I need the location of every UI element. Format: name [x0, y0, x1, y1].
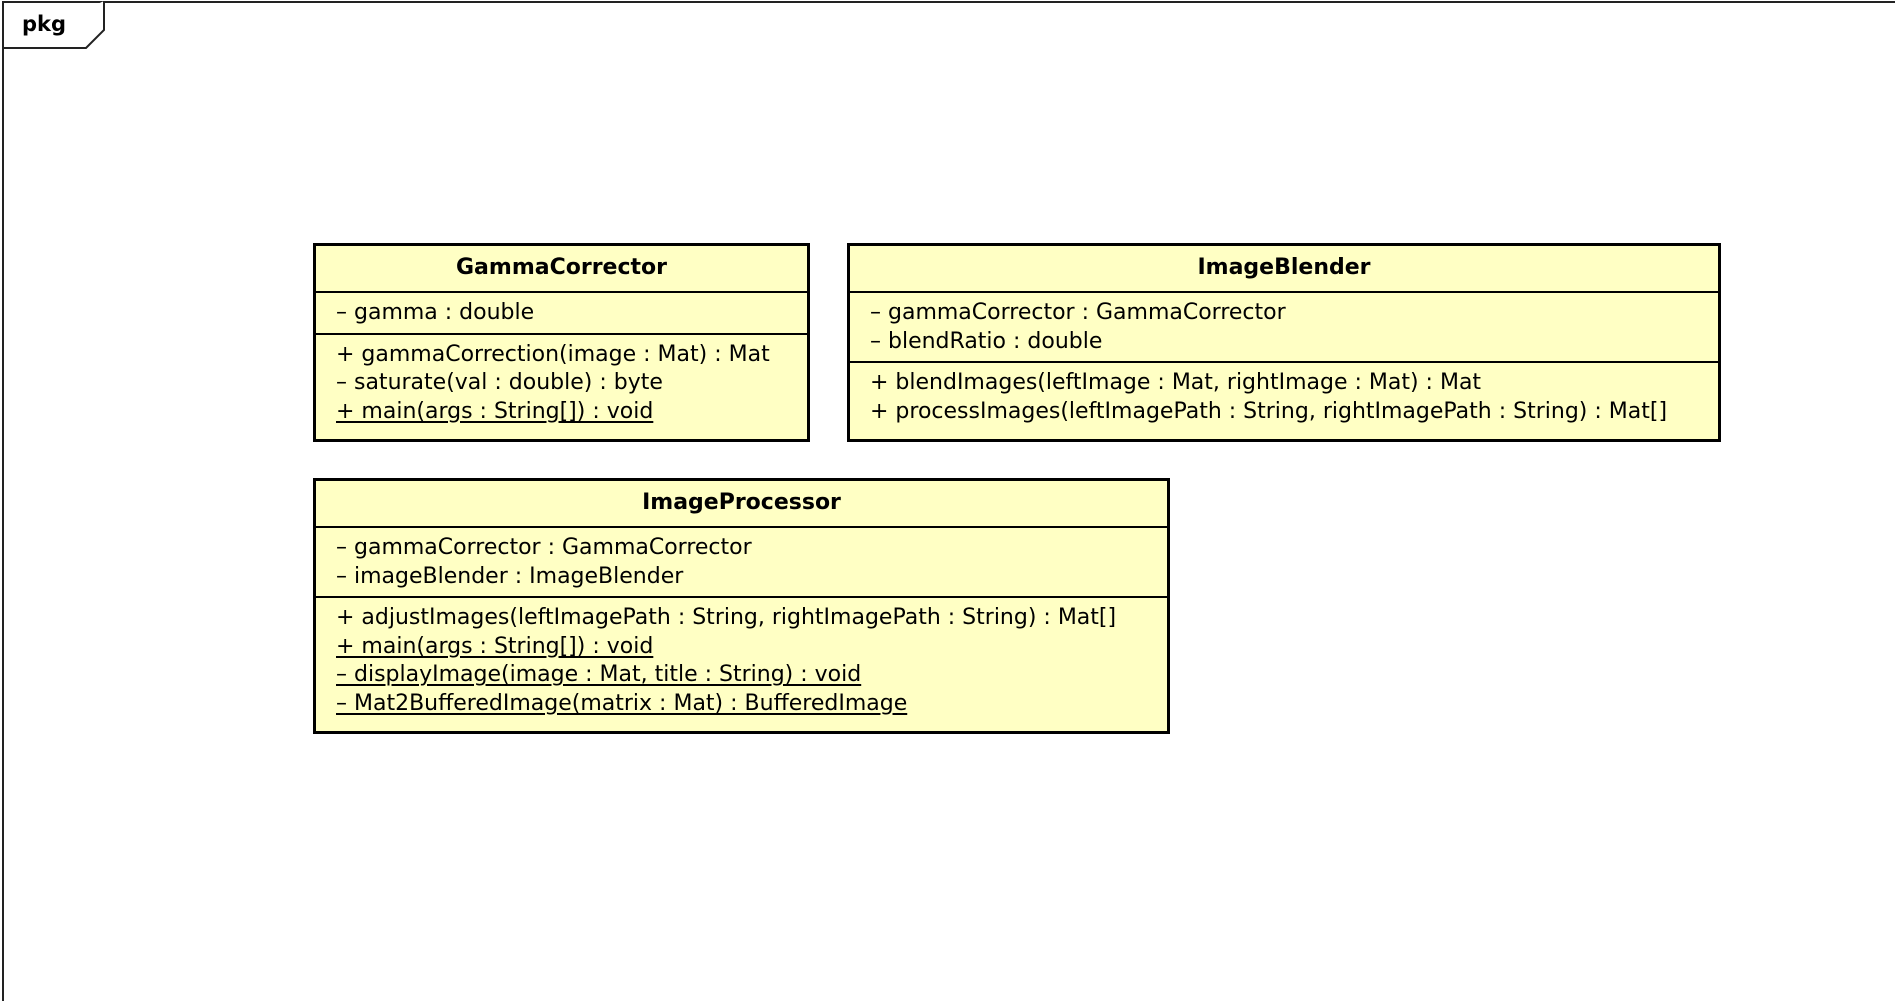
- attributes-compartment: – gammaCorrector : GammaCorrector – blend…: [850, 293, 1718, 363]
- attribute-item: – gamma : double: [336, 300, 535, 325]
- attribute-item: – imageBlender : ImageBlender: [336, 563, 684, 589]
- attributes-compartment: – gammaCorrector : GammaCorrector – image…: [316, 528, 1167, 598]
- attribute-item: – gammaCorrector : GammaCorrector: [336, 535, 752, 560]
- operation-item: + main(args : String[]) : void: [336, 633, 654, 659]
- class-image-blender[interactable]: ImageBlender – gammaCorrector : GammaCor…: [847, 243, 1721, 442]
- operation-item: – Mat2BufferedImage(matrix : Mat) : Buff…: [336, 690, 908, 716]
- operations-compartment: + gammaCorrection(image : Mat) : Mat – sa…: [316, 335, 807, 432]
- operation-item: – displayImage(image : Mat, title : Stri…: [336, 662, 862, 687]
- operation-item: + processImages(leftImagePath : String, …: [870, 398, 1668, 424]
- operation-item: + adjustImages(leftImagePath : String, r…: [336, 605, 1117, 630]
- class-name: GammaCorrector: [316, 246, 807, 293]
- package-tab: pkg: [2, 1, 106, 49]
- attribute-item: – blendRatio : double: [870, 328, 1103, 354]
- operations-compartment: + blendImages(leftImage : Mat, rightImag…: [850, 363, 1718, 431]
- operations-compartment: + adjustImages(leftImagePath : String, r…: [316, 598, 1167, 723]
- operation-item: – saturate(val : double) : byte: [336, 370, 663, 395]
- package-tab-outline: [2, 1, 105, 49]
- package-label: pkg: [22, 12, 67, 36]
- class-name: ImageBlender: [850, 246, 1718, 293]
- class-name: ImageProcessor: [316, 481, 1167, 528]
- attribute-item: – gammaCorrector : GammaCorrector: [870, 300, 1286, 325]
- operation-item: + main(args : String[]) : void: [336, 398, 654, 424]
- class-image-processor[interactable]: ImageProcessor – gammaCorrector : GammaC…: [313, 478, 1170, 734]
- operation-item: + gammaCorrection(image : Mat) : Mat: [336, 341, 770, 367]
- attributes-compartment: – gamma : double: [316, 293, 807, 335]
- class-gamma-corrector[interactable]: GammaCorrector – gamma : double + gammaC…: [313, 243, 810, 442]
- operation-item: + blendImages(leftImage : Mat, rightImag…: [870, 370, 1482, 395]
